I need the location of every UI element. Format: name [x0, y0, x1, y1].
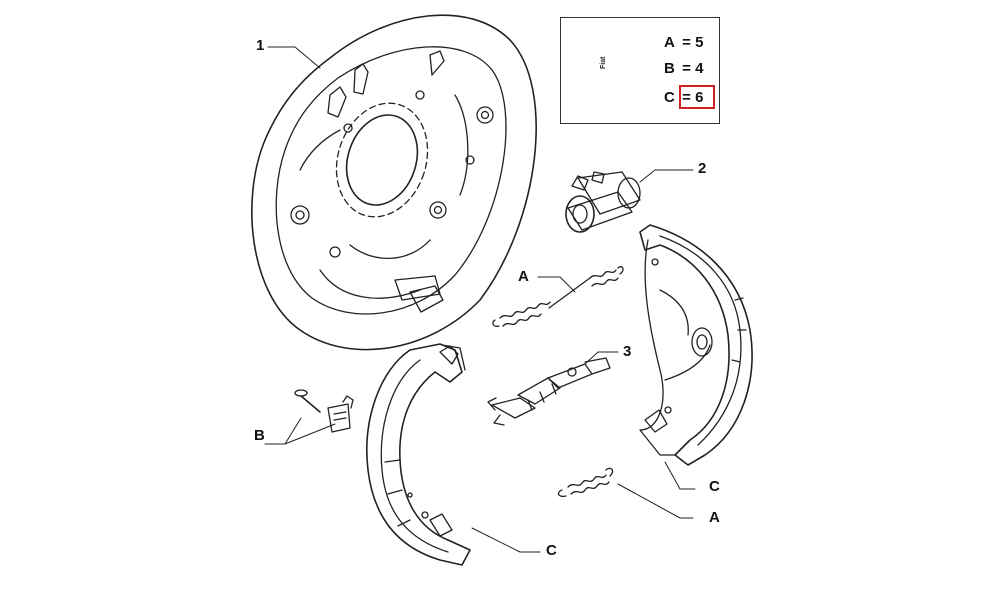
hold-down-pin-clip	[294, 389, 354, 433]
kit-label: Fiat	[600, 56, 607, 69]
legend-qty: 6	[695, 89, 704, 106]
callout-part-3: 3	[623, 343, 632, 360]
legend-row-a: A = 5	[664, 34, 703, 51]
wheel-cylinder	[565, 171, 641, 233]
legend-qty: 4	[695, 60, 704, 77]
brake-shoe-left	[366, 343, 471, 566]
brake-shoe-right	[639, 224, 753, 466]
callout-shoe-c-left: C	[546, 542, 557, 559]
legend-equals: =	[682, 60, 691, 77]
legend-letter: C	[664, 89, 675, 106]
legend-row-c: C = 6	[664, 85, 715, 109]
adjuster-strut	[487, 357, 611, 426]
return-spring-lower	[557, 467, 614, 498]
quantity-highlight-box	[679, 85, 715, 109]
leader-lines	[264, 46, 696, 553]
legend-equals: =	[682, 34, 691, 51]
legend-letter: B	[664, 60, 675, 77]
return-spring-upper	[492, 266, 624, 328]
callout-part-1: 1	[256, 37, 265, 54]
backing-plate	[251, 14, 537, 351]
callout-part-2: 2	[698, 160, 707, 177]
quantity-legend: Fiat A = 5 B = 4 C = 6	[560, 17, 720, 124]
legend-letter: A	[664, 34, 675, 51]
callout-clip-b: B	[254, 427, 265, 444]
callout-spring-a-upper: A	[518, 268, 529, 285]
legend-equals: =	[682, 89, 691, 106]
callout-shoe-c-right: C	[709, 478, 720, 495]
legend-qty: 5	[695, 34, 704, 51]
callout-spring-a-lower: A	[709, 509, 720, 526]
legend-row-b: B = 4	[664, 60, 703, 77]
